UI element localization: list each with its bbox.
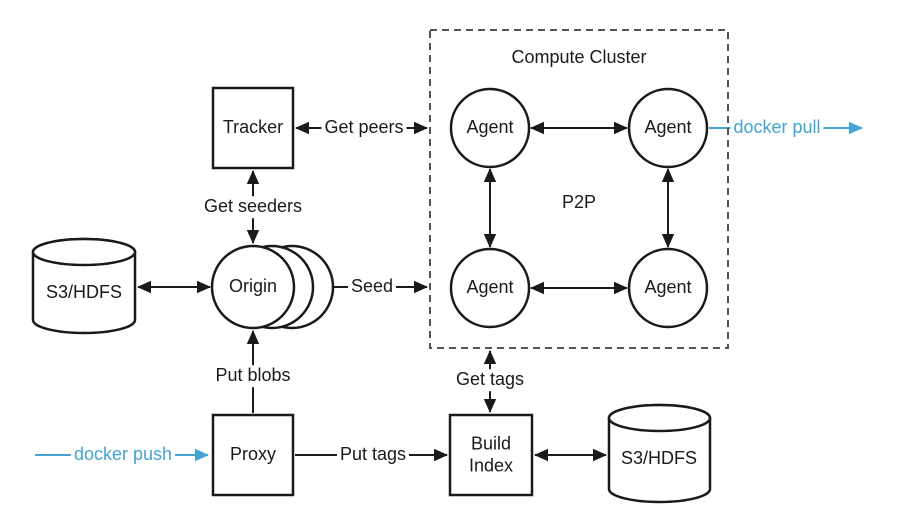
cylinder-top: [31, 237, 137, 267]
storage-cylinder-left: [31, 237, 137, 335]
docker-pull-label: docker pull: [730, 117, 824, 139]
build-index-label: Build Index: [468, 433, 514, 475]
origin-label: Origin: [228, 276, 278, 297]
compute-cluster-boundary: [429, 29, 729, 349]
agent-bottom-left-label: Agent: [466, 277, 514, 298]
agent-circle-top-left: [449, 87, 531, 169]
put-tags-label: Put tags: [336, 444, 410, 466]
build-index-box: [448, 413, 534, 497]
get-seeders-label: Get seeders: [200, 196, 306, 218]
agent-circle-bottom-right: [627, 247, 709, 329]
proxy-box: [211, 413, 295, 497]
p2p-label: P2P: [561, 192, 597, 213]
agent-circle-bottom-left: [449, 247, 531, 329]
put-blobs-label: Put blobs: [212, 365, 294, 387]
compute-cluster-title: Compute Cluster: [511, 47, 647, 68]
docker-push-label: docker push: [70, 444, 176, 466]
agent-top-right-label: Agent: [644, 117, 692, 138]
proxy-label: Proxy: [229, 444, 277, 465]
agent-bottom-right-label: Agent: [644, 277, 692, 298]
agent-circle-top-right: [627, 87, 709, 169]
origin-circle-front: [210, 244, 296, 330]
get-peers-label: Get peers: [321, 117, 407, 139]
storage-cylinder-right: [607, 403, 712, 504]
cylinder-top: [607, 403, 712, 433]
storage-right-label: S3/HDFS: [620, 448, 698, 469]
get-tags-label: Get tags: [452, 369, 528, 391]
agent-top-left-label: Agent: [466, 117, 514, 138]
tracker-box: [211, 86, 295, 170]
seed-label: Seed: [347, 276, 397, 298]
storage-left-label: S3/HDFS: [45, 282, 123, 303]
tracker-label: Tracker: [222, 117, 284, 138]
